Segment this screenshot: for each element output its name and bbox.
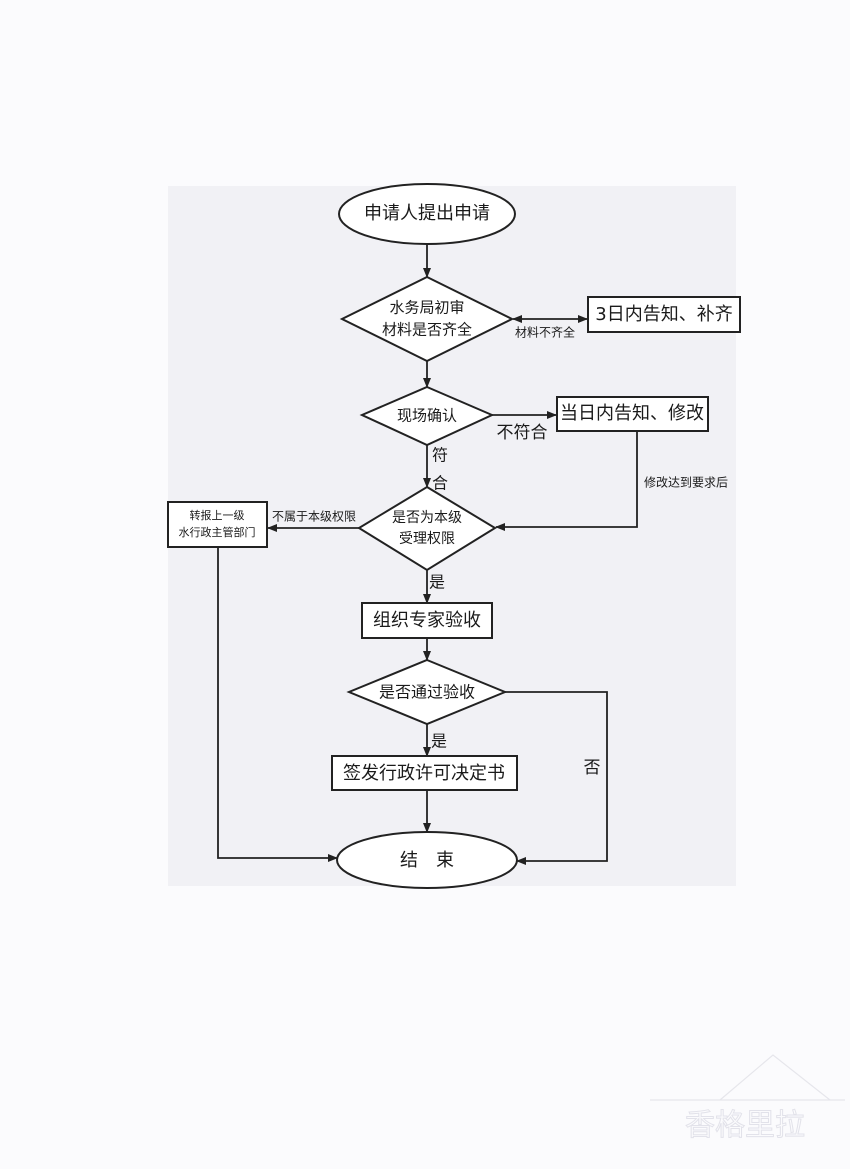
pass-check-label: 是否通过验收 [379,683,475,702]
yes-label-2: 是 [431,732,447,751]
yes-label-1: 是 [429,573,445,592]
notify-supplement-label: 3日内告知、补齐 [595,304,732,325]
authority-line2: 受理权限 [399,531,455,547]
forward-upper-line2: 水行政主管部门 [179,525,256,539]
start-label: 申请人提出申请 [364,203,490,224]
watermark-logo: 香格里拉 [650,1054,845,1144]
issue-decision-box: 签发行政许可决定书 [331,755,518,791]
not-authority-label: 不属于本级权限 [272,510,356,524]
notify-supplement-box: 3日内告知、补齐 [587,296,741,333]
not-conform-label: 不符合 [497,423,548,443]
check-materials-decision: 水务局初审 材料是否齐全 [339,275,515,363]
check-materials-line1: 水务局初审 [389,299,464,317]
no-label: 否 [584,758,601,778]
forward-upper-line1: 转报上一级 [190,508,245,522]
notify-modify-label: 当日内告知、修改 [560,403,704,424]
end-node: 结 束 [336,831,518,889]
conform-label-1: 符 [432,446,448,465]
arrow-after-modify [495,431,638,531]
materials-incomplete-label: 材料不齐全 [515,325,575,340]
expert-review-label: 组织专家验收 [373,610,481,631]
notify-modify-box: 当日内告知、修改 [556,396,709,432]
authority-line1: 是否为本级 [392,510,462,526]
issue-decision-label: 签发行政许可决定书 [343,763,505,784]
conform-label-2: 合 [432,474,448,493]
check-materials-line2: 材料是否齐全 [382,321,472,339]
authority-decision: 是否为本级 受理权限 [357,485,497,572]
expert-review-box: 组织专家验收 [361,602,493,639]
end-label: 结 束 [400,850,454,871]
watermark-text: 香格里拉 [685,1108,805,1143]
start-node: 申请人提出申请 [338,183,516,245]
arrow-forward-to-end [217,547,338,862]
forward-upper-box: 转报上一级 水行政主管部门 [167,501,268,548]
arrow-no-to-end [505,691,608,865]
after-modify-label: 修改达到要求后 [644,475,728,490]
site-confirm-label: 现场确认 [397,407,457,425]
